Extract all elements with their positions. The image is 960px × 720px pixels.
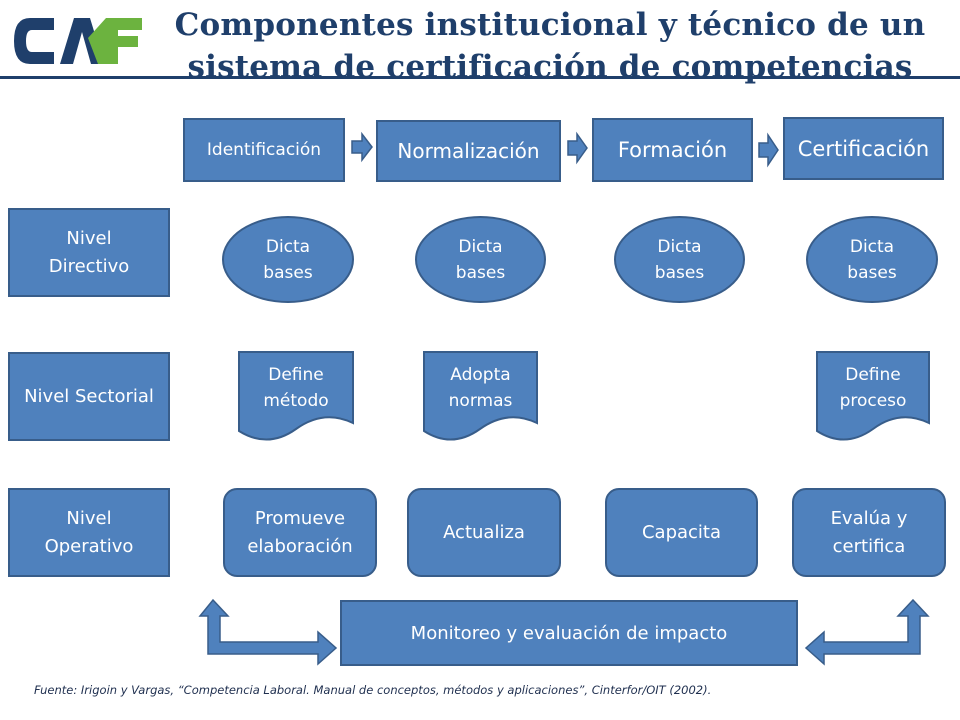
document-shape bbox=[816, 351, 930, 441]
sectorial-doc-adopta-normas: Adopta normas bbox=[423, 351, 538, 441]
sectorial-doc-define-metodo: Define método bbox=[238, 351, 354, 441]
stage-formacion: Formación bbox=[592, 118, 753, 182]
arrow-right-icon bbox=[351, 131, 373, 163]
title-line-2: sistema de certificación de competencias bbox=[187, 49, 913, 85]
stage-certificacion: Certificación bbox=[783, 117, 944, 180]
bent-double-arrow-left-icon bbox=[198, 598, 338, 666]
arrow-right-icon bbox=[567, 131, 588, 165]
sectorial-doc-define-proceso: Define proceso bbox=[816, 351, 930, 441]
stage-identificacion: Identificación bbox=[183, 118, 345, 182]
sectorial-doc-label: Define proceso bbox=[839, 365, 907, 411]
bent-double-arrow-right-icon bbox=[804, 598, 930, 666]
directivo-oval-2: Dicta bases bbox=[415, 216, 546, 303]
operativo-evalua: Evalúa y certifica bbox=[792, 488, 946, 577]
title-line-1: Componentes institucional y técnico de u… bbox=[174, 7, 926, 43]
document-shape bbox=[423, 351, 538, 441]
directivo-oval-4: Dicta bases bbox=[806, 216, 938, 303]
operativo-promueve: Promueve elaboración bbox=[223, 488, 377, 577]
sectorial-doc-label: Define método bbox=[263, 365, 329, 411]
title-divider bbox=[0, 76, 960, 79]
level-operativo: Nivel Operativo bbox=[8, 488, 170, 577]
monitoring-box: Monitoreo y evaluación de impacto bbox=[340, 600, 798, 666]
stage-normalizacion: Normalización bbox=[376, 120, 561, 182]
caf-logo bbox=[14, 18, 142, 64]
directivo-oval-3: Dicta bases bbox=[614, 216, 745, 303]
operativo-actualiza: Actualiza bbox=[407, 488, 561, 577]
arrow-right-icon bbox=[758, 132, 779, 168]
source-citation: Fuente: Irigoin y Vargas, “Competencia L… bbox=[34, 683, 712, 697]
document-shape bbox=[238, 351, 354, 441]
page-title: Componentes institucional y técnico de u… bbox=[160, 4, 940, 88]
sectorial-doc-label: Adopta normas bbox=[448, 365, 513, 411]
operativo-capacita: Capacita bbox=[605, 488, 758, 577]
directivo-oval-1: Dicta bases bbox=[222, 216, 354, 303]
level-sectorial: Nivel Sectorial bbox=[8, 352, 170, 441]
level-directivo: Nivel Directivo bbox=[8, 208, 170, 297]
